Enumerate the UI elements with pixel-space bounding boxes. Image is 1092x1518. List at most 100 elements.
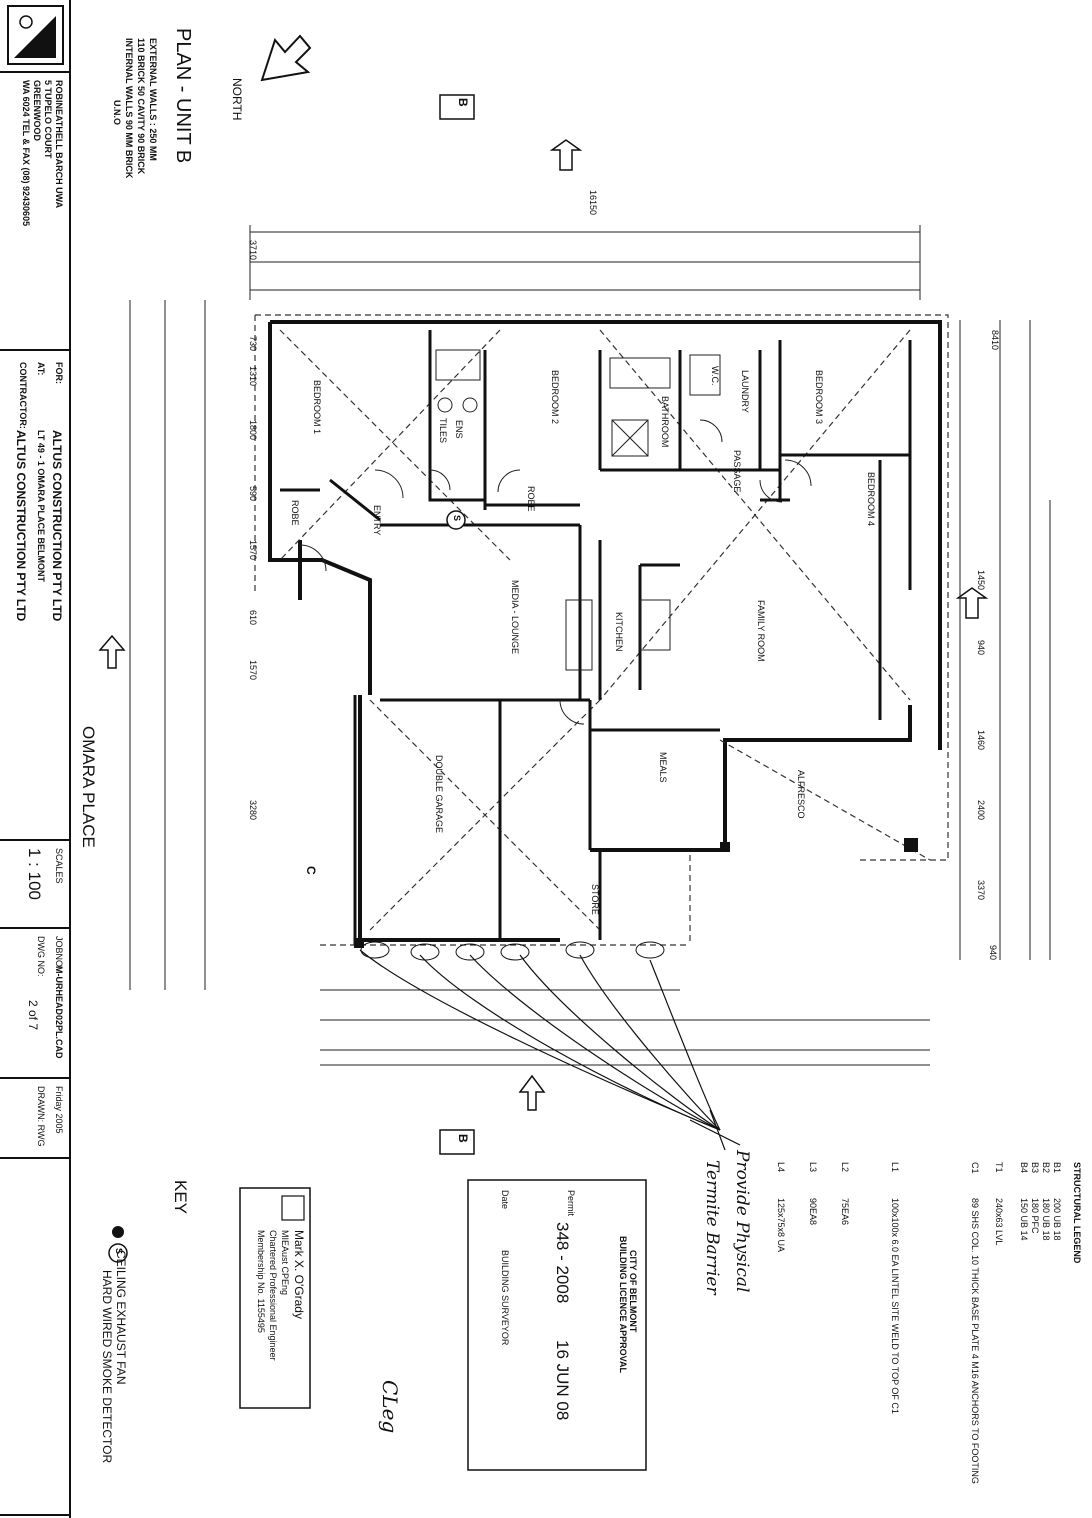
for-label: FOR: bbox=[54, 362, 64, 384]
date-label: Date bbox=[500, 1190, 510, 1210]
right-dimension-lines bbox=[959, 320, 1051, 960]
plan-title: PLAN - UNIT B bbox=[172, 28, 194, 164]
contractor-value: ALTUS CONSTRUCTION PTY LTD bbox=[14, 430, 28, 622]
room-store: STORE bbox=[590, 884, 600, 915]
handwritten-note-2: Termite Barrier bbox=[702, 1160, 722, 1295]
handwritten-note-1: Provide Physical bbox=[732, 1150, 752, 1293]
legend-l1-code: L1 bbox=[890, 1162, 900, 1173]
key-smoke-symbol: S bbox=[114, 1248, 124, 1255]
at-value: LT 49 - 1 OMARA PLACE BELMONT bbox=[36, 430, 46, 583]
room-tiles: TILES bbox=[438, 418, 448, 444]
legend-b2-spec: 180 UB 18 bbox=[1041, 1198, 1051, 1241]
left-dimension-lines bbox=[129, 300, 206, 990]
engineer-line-4: Membership No. 1155495 bbox=[256, 1230, 266, 1333]
dim-top-2: 730 bbox=[248, 336, 258, 352]
engineer-stamp-frame bbox=[239, 1187, 311, 1409]
north-label: NORTH bbox=[230, 78, 244, 121]
date-value: Friday 2005 bbox=[54, 1086, 64, 1134]
internal-walls bbox=[280, 330, 912, 940]
drawn-by: DRAWN: RWG bbox=[36, 1086, 46, 1147]
room-bathroom: BATHROOM bbox=[660, 396, 670, 448]
legend-l4-code: L4 bbox=[776, 1162, 786, 1173]
room-laundry: LAUNDRY bbox=[740, 370, 750, 413]
hatch-marks bbox=[360, 941, 665, 961]
dwgno-label: DWG NO: bbox=[36, 936, 46, 977]
at-label: AT: bbox=[36, 362, 46, 376]
engineer-line-3: Chartered Professional Engineer bbox=[268, 1230, 278, 1361]
section-b-bottom: B bbox=[456, 1134, 470, 1143]
legend-b1-spec: 200 UB 18 bbox=[1052, 1198, 1062, 1241]
dim-top-4: 1800 bbox=[248, 420, 258, 441]
plan-smoke-symbol: S bbox=[452, 515, 462, 522]
section-c: C bbox=[304, 866, 318, 875]
dim-bottom-7: 940 bbox=[976, 640, 986, 656]
title-block-frame bbox=[0, 0, 71, 1518]
jobno-label: JOBNO bbox=[54, 936, 64, 968]
door-swings bbox=[299, 419, 812, 725]
north-arrow-icon bbox=[260, 34, 312, 82]
legend-heading: STRUCTURAL LEGEND bbox=[1072, 1162, 1082, 1264]
dim-top-1: 3710 bbox=[248, 240, 258, 261]
dim-top-5: 590 bbox=[248, 486, 258, 502]
legend-b3-code: B3 bbox=[1030, 1162, 1040, 1174]
dim-bottom-10: 3370 bbox=[976, 880, 986, 901]
termite-annotation-lines bbox=[359, 949, 741, 1151]
council-line-1: CITY OF BELMONT bbox=[628, 1250, 638, 1333]
owner-address-1: 5 TUPELO COURT bbox=[43, 80, 53, 159]
key-smoke-label: HARD WIRED SMOKE DETECTOR bbox=[100, 1270, 114, 1464]
bottom-dimension-lines bbox=[320, 989, 930, 1066]
bathroom-fixtures bbox=[435, 349, 721, 671]
owner-name: ROBINEATHELL BARCH UWA bbox=[54, 80, 64, 209]
street-label: OMARA PLACE bbox=[79, 726, 98, 848]
handwritten-signature: CLeg bbox=[378, 1380, 402, 1434]
legend-b4-code: B4 bbox=[1019, 1162, 1029, 1174]
legend-l3-spec: 90EA8 bbox=[808, 1198, 818, 1226]
scales-label: SCALES bbox=[54, 848, 64, 884]
room-robe-2: ROBE bbox=[290, 500, 300, 526]
room-bedroom-2: BEDROOM 2 bbox=[550, 370, 560, 425]
legend-c1-code: C1 bbox=[970, 1162, 980, 1174]
room-media-lounge: MEDIA - LOUNGE bbox=[510, 580, 520, 655]
room-alfresco: ALFRESCO bbox=[796, 770, 806, 819]
engineer-seal bbox=[281, 1195, 305, 1221]
owner-address-2: GREENWOOD bbox=[32, 80, 42, 142]
dim-top-7: 610 bbox=[248, 610, 258, 626]
room-garage: DOUBLE GARAGE bbox=[434, 755, 444, 834]
dim-bottom-8: 1460 bbox=[976, 730, 986, 751]
legend-l4-spec: 125x75x8 UA bbox=[776, 1198, 786, 1253]
dim-bottom-9: 2400 bbox=[976, 800, 986, 821]
legend-l2-spec: 75EA6 bbox=[840, 1198, 850, 1226]
key-fan-label: CEILING EXHAUST FAN bbox=[114, 1250, 128, 1385]
room-bedroom-3: BEDROOM 3 bbox=[814, 370, 824, 425]
legend-c1-spec: 89 SHS COL. 10 THICK BASE PLATE 4 M16 AN… bbox=[970, 1198, 980, 1484]
dim-top-9: 3280 bbox=[248, 800, 258, 821]
dim-top-8: 1570 bbox=[248, 660, 258, 681]
top-dimension-lines bbox=[249, 225, 921, 300]
legend-l2-code: L2 bbox=[840, 1162, 850, 1173]
dim-top-6: 1570 bbox=[248, 540, 258, 561]
dim-top-total: 16150 bbox=[588, 190, 598, 216]
legend-l1-spec: 100x100x 6.0 EA LINTEL SITE WELD TO TOP … bbox=[890, 1198, 900, 1414]
legend-b1-code: B1 bbox=[1052, 1162, 1062, 1174]
dim-bottom-total: 8410 bbox=[990, 330, 1000, 351]
legend-b3-spec: 180 PFC bbox=[1030, 1198, 1040, 1234]
surveyor-label: BUILDING SURVEYOR bbox=[500, 1250, 510, 1346]
columns bbox=[354, 838, 918, 948]
architect-logo bbox=[7, 5, 64, 65]
plan-note-3: INTERNAL WALLS 90 MM BRICK bbox=[124, 38, 134, 179]
key-heading: KEY bbox=[171, 1180, 190, 1215]
engineer-name: Mark X. O'Grady bbox=[292, 1230, 306, 1319]
permit-label: Permit bbox=[566, 1190, 576, 1217]
jobno-value: M-URHEAD02PL.CAD bbox=[54, 966, 64, 1059]
legend-t1-spec: 240x63 LVL bbox=[994, 1198, 1004, 1246]
smoke-detector-icon bbox=[108, 510, 466, 1263]
room-kitchen: KITCHEN bbox=[614, 612, 624, 652]
contractor-label: CONTRACTOR: bbox=[18, 362, 28, 429]
legend-l3-code: L3 bbox=[808, 1162, 818, 1173]
council-line-2: BUILDING LICENCE APPROVAL bbox=[618, 1236, 628, 1374]
legend-b2-code: B2 bbox=[1041, 1162, 1051, 1174]
dwgno-value: 2 of 7 bbox=[26, 1000, 40, 1031]
room-family: FAMILY ROOM bbox=[756, 600, 766, 662]
plan-note-1: EXTERNAL WALLS : 250 MM bbox=[148, 38, 158, 161]
dim-top-3: 1310 bbox=[248, 366, 258, 387]
